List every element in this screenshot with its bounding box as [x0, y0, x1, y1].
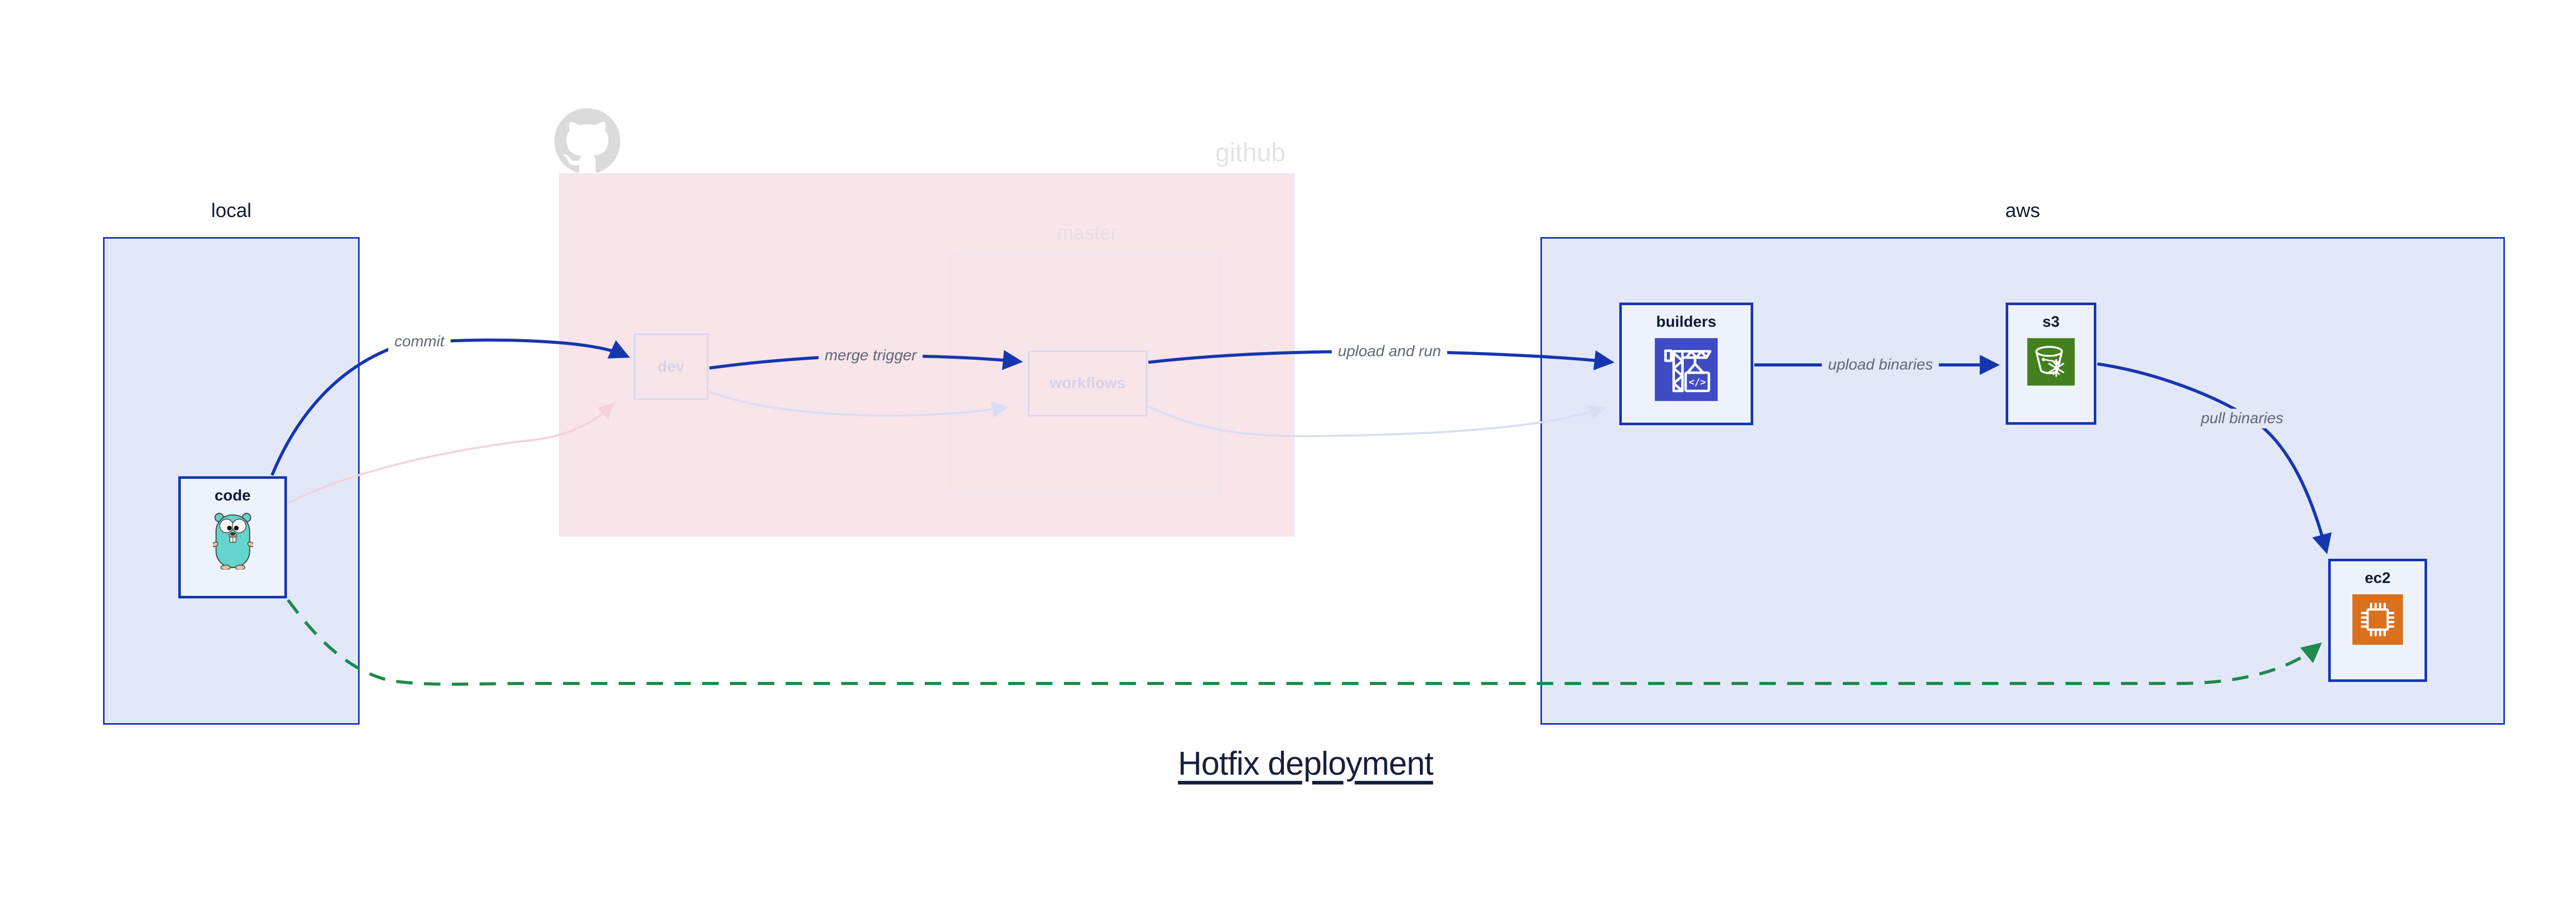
edge-label-pull-binaries: pull binaries [2194, 409, 2290, 428]
node-code: code [178, 476, 287, 598]
codebuild-code-glyph: </> [1689, 377, 1706, 388]
github-octocat-icon [554, 108, 620, 173]
diagram-title: Hotfix deployment [1178, 745, 1433, 782]
node-ec2-label: ec2 [2364, 570, 2391, 587]
region-master-branch [951, 254, 1221, 493]
node-ec2: ec2 [2328, 559, 2427, 682]
node-builders: builders </> [1619, 303, 1753, 425]
region-github-label: github [1215, 138, 1286, 167]
edge-label-upload-binaries: upload binaries [1822, 355, 1939, 375]
node-code-label: code [214, 487, 251, 504]
node-dev: dev [634, 333, 708, 400]
codebuild-crane-icon: </> [1655, 338, 1718, 401]
edge-label-upload-and-run: upload and run [1331, 342, 1448, 361]
s3-glacier-bucket-icon [2027, 338, 2075, 386]
region-local-label: local [211, 200, 252, 222]
region-aws-label: aws [2005, 200, 2040, 222]
node-s3-label: s3 [2042, 313, 2060, 330]
go-gopher-icon [212, 513, 253, 570]
node-dev-label: dev [657, 358, 685, 375]
edge-label-merge-trigger: merge trigger [818, 346, 923, 365]
region-master-label: master [1057, 222, 1117, 244]
node-s3: s3 [2006, 303, 2096, 425]
node-builders-label: builders [1656, 313, 1717, 330]
ec2-chip-icon [2352, 594, 2403, 645]
node-workflows: workflows [1028, 350, 1147, 416]
edge-label-commit: commit [388, 332, 451, 352]
node-workflows-label: workflows [1049, 375, 1126, 392]
